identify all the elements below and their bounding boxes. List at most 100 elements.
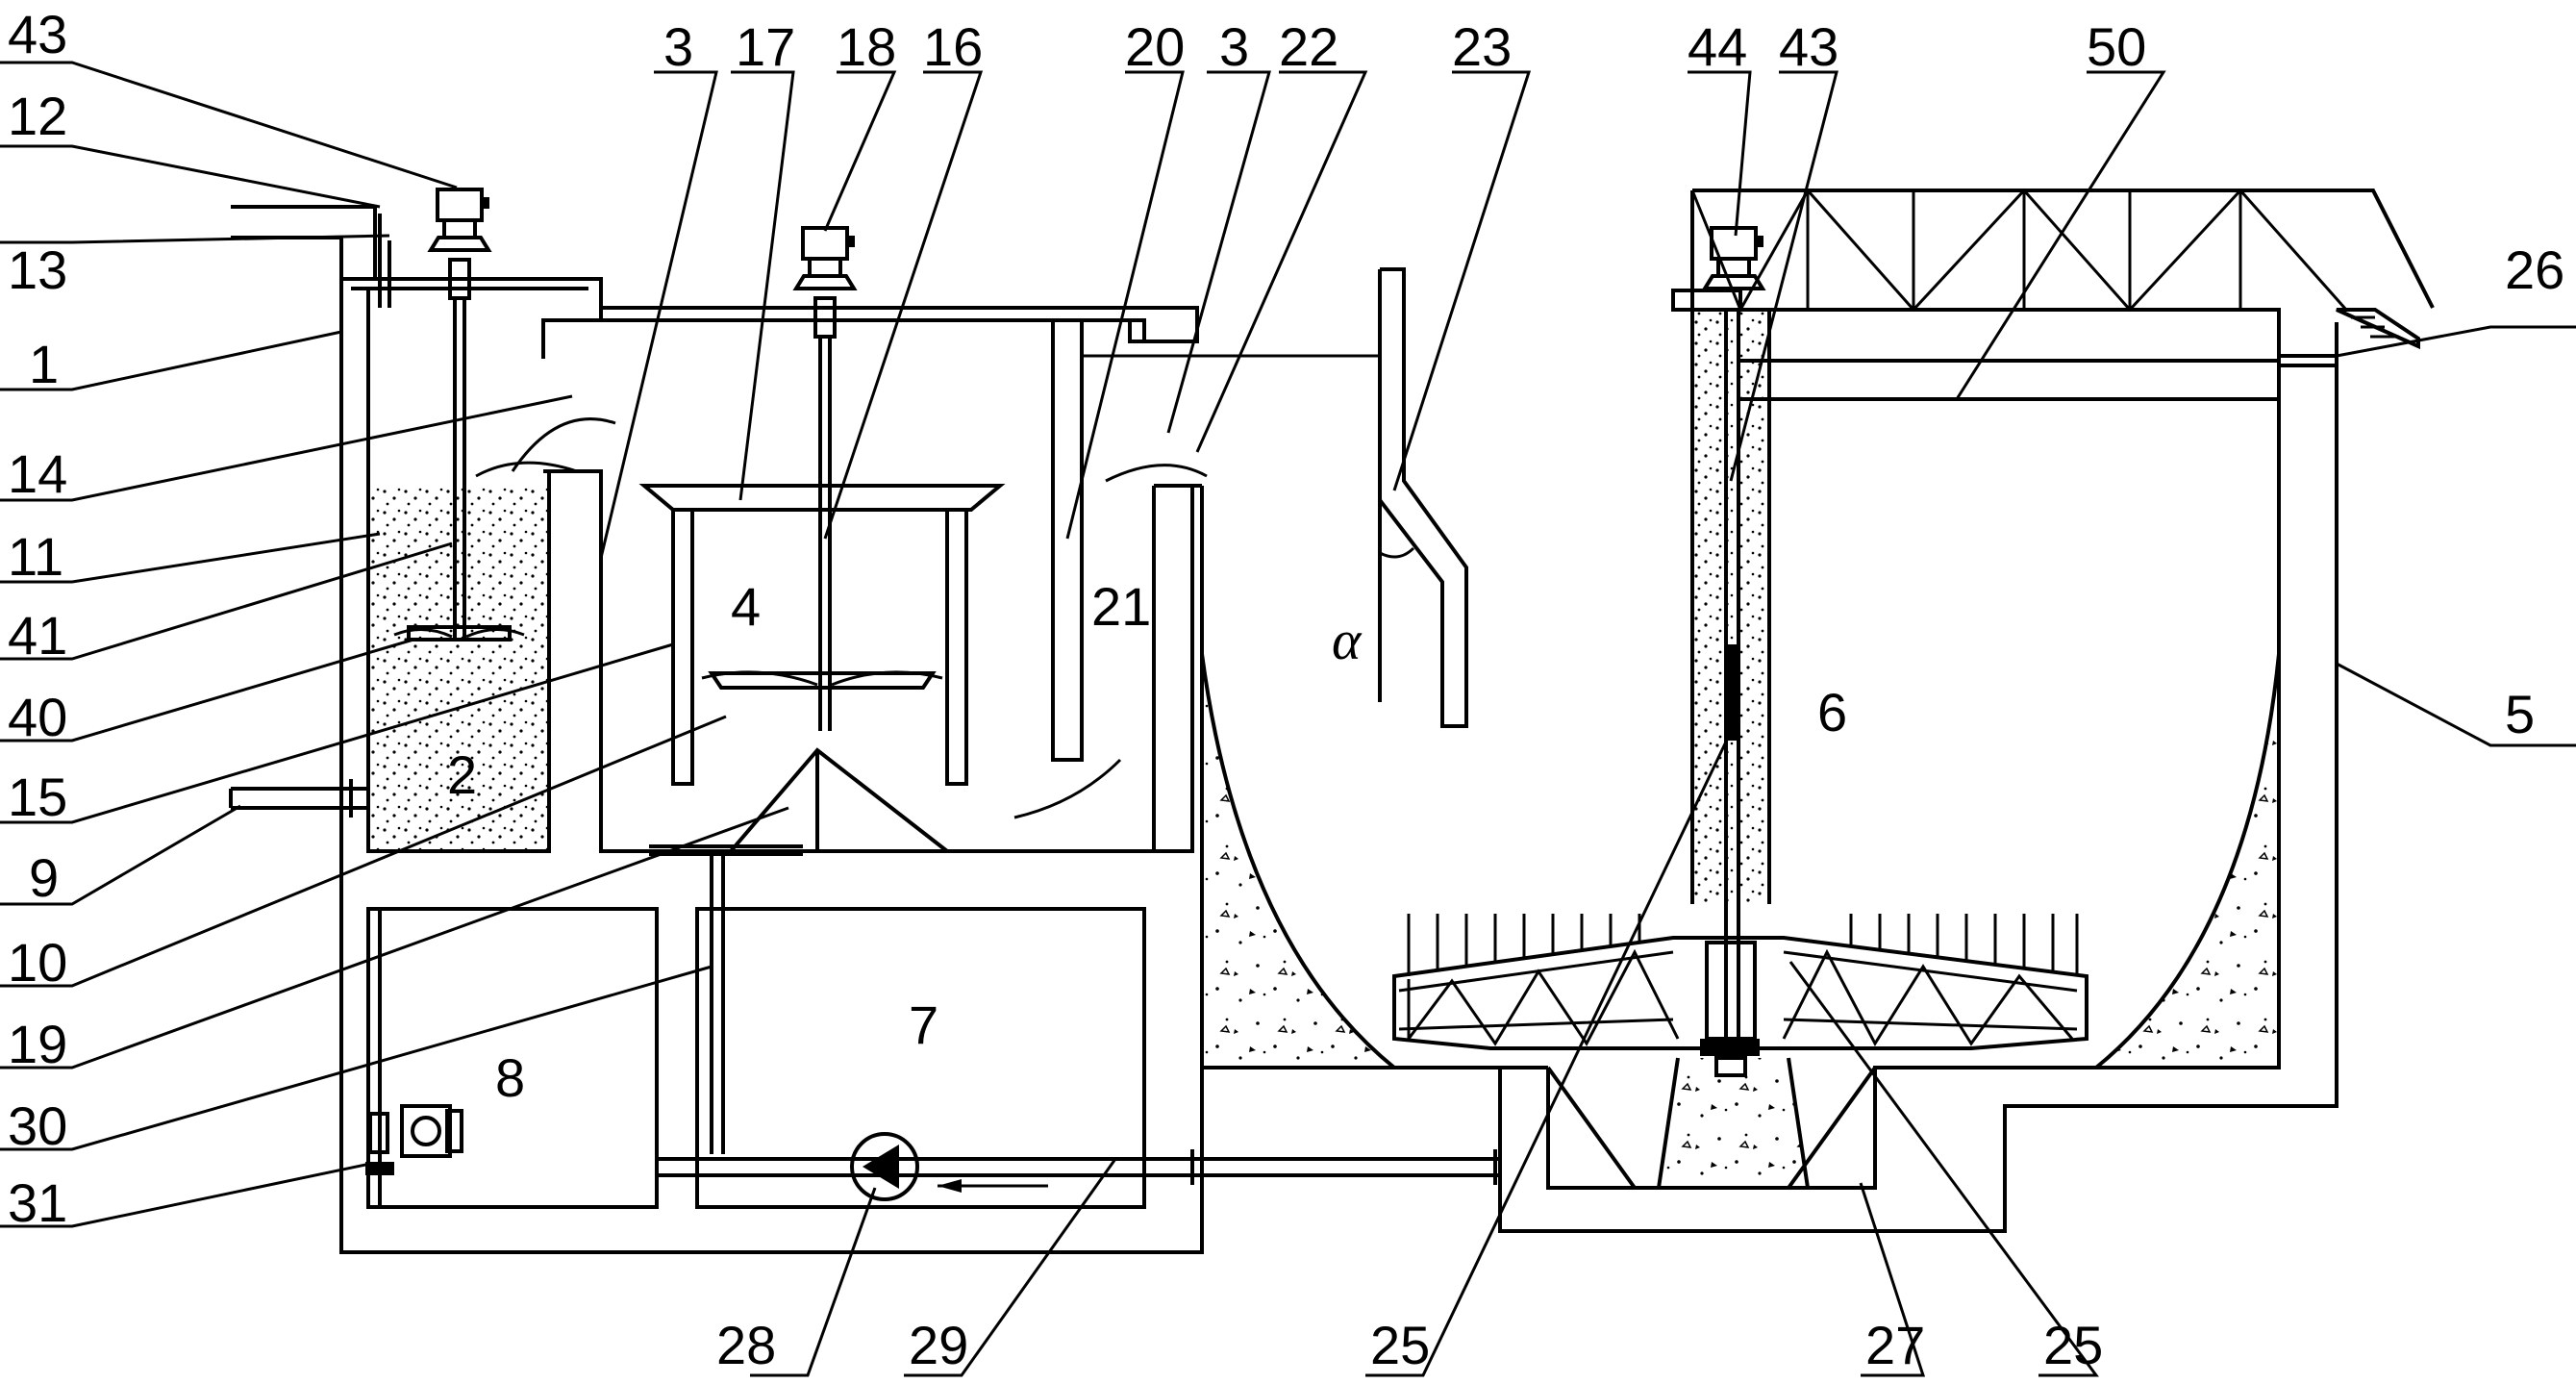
label-27: 27 <box>1865 1315 1925 1375</box>
label-15: 15 <box>8 767 67 827</box>
label-16: 16 <box>923 16 983 77</box>
label-chamber-6: 6 <box>1817 682 1847 742</box>
tank-1 <box>229 205 1204 1254</box>
concrete-left <box>1202 654 1394 1068</box>
bowl-left <box>1200 653 1396 1069</box>
label-18: 18 <box>837 16 896 77</box>
motor-18 <box>701 226 943 731</box>
tank-top-step <box>1128 320 1188 343</box>
label-chamber-7: 7 <box>909 994 938 1055</box>
label-25-left: 25 <box>1370 1315 1430 1375</box>
pipe-30-top <box>649 844 803 856</box>
label-29: 29 <box>909 1315 968 1375</box>
motor-31 <box>400 1104 452 1158</box>
flow-arc-3 <box>1105 464 1208 483</box>
scraper-pickets-right <box>1849 914 2079 974</box>
alpha-arc <box>1379 546 1415 559</box>
inlet-23 <box>1082 267 1468 728</box>
launder-26 <box>2279 354 2337 367</box>
pump-28-arrow <box>863 1145 899 1189</box>
label-20: 20 <box>1125 16 1185 77</box>
label-11: 11 <box>8 526 63 587</box>
label-14: 14 <box>8 443 67 504</box>
box-7 <box>695 907 1146 1209</box>
tank-4-wall <box>599 471 1194 853</box>
flow-arrow-head <box>938 1179 962 1193</box>
motor-43-left <box>393 188 525 642</box>
label-chamber-8: 8 <box>495 1047 525 1108</box>
bridge-beam <box>1671 289 1742 312</box>
label-chamber-21: 21 <box>1091 576 1151 637</box>
shaft-16 <box>818 337 832 731</box>
scraper-25 <box>1392 914 2088 1050</box>
flow-arc-4 <box>475 461 578 478</box>
label-3-left: 3 <box>663 16 693 77</box>
flow-arc-2 <box>1013 758 1122 819</box>
label-26: 26 <box>2505 239 2564 300</box>
label-chamber-4: 4 <box>731 576 761 637</box>
pipe-29 <box>657 1157 1500 1177</box>
tank-21-wall <box>1154 484 1194 851</box>
label-5: 5 <box>2505 684 2535 744</box>
label-28: 28 <box>716 1315 776 1375</box>
impeller-10 <box>708 671 937 690</box>
label-25-right: 25 <box>2043 1315 2103 1375</box>
tank-4 <box>475 306 1208 1154</box>
drive-box <box>1705 941 1757 1041</box>
pipe-29-flanges <box>655 1149 1497 1185</box>
pipe-30 <box>710 854 725 1154</box>
label-1: 1 <box>29 334 59 394</box>
bowl-right <box>2094 653 2281 1069</box>
inlet-pipe-12 <box>231 205 377 279</box>
baffle-14 <box>543 469 603 851</box>
label-chamber-2: 2 <box>447 744 477 805</box>
inlet-launder-23 <box>1378 267 1468 728</box>
label-10: 10 <box>8 932 67 993</box>
scraper-pickets-left <box>1407 914 1641 976</box>
label-43-right: 43 <box>1779 16 1838 77</box>
lower-boxes <box>365 907 1500 1209</box>
settler-5 <box>1192 188 2435 1233</box>
label-31: 31 <box>8 1172 67 1233</box>
water-line-50 <box>1740 359 2279 401</box>
label-50: 50 <box>2087 16 2146 77</box>
scraper-truss-left <box>1407 948 1680 1046</box>
shaft-coupling <box>1726 644 1738 741</box>
cone-19 <box>729 747 949 853</box>
launder-26-outlet <box>2336 308 2420 350</box>
draft-tube-15-left <box>671 510 694 786</box>
labels: 43 12 13 1 14 11 41 40 15 9 10 19 30 31 … <box>8 4 2564 1375</box>
sand-filter-bed <box>368 486 549 851</box>
truss-top <box>1692 189 2435 309</box>
label-alpha: α <box>1332 609 1363 671</box>
impeller-40 <box>407 625 512 642</box>
outlet-pipe-9 <box>229 787 368 810</box>
label-13: 13 <box>8 239 67 300</box>
pump-28 <box>850 1132 919 1201</box>
center-column-walls <box>1690 310 1771 904</box>
label-9: 9 <box>29 847 59 908</box>
draft-tube-15-right <box>945 510 968 786</box>
concrete-right <box>2096 654 2279 1068</box>
shaft-41 <box>453 298 466 640</box>
leader-lines <box>0 61 2576 1377</box>
baffle-20 <box>1051 320 1084 762</box>
label-30: 30 <box>8 1095 67 1156</box>
scraper-frame <box>1392 936 2088 1050</box>
label-17: 17 <box>736 16 795 77</box>
flow-arc-1 <box>511 417 616 472</box>
scraper-truss-right <box>1782 948 2074 1047</box>
label-41: 41 <box>8 605 67 666</box>
inlet-funnel-17 <box>638 484 1006 512</box>
label-43-left: 43 <box>8 4 67 64</box>
center-column <box>1657 226 1810 1189</box>
label-3-right: 3 <box>1219 16 1249 77</box>
label-12: 12 <box>8 86 67 146</box>
inlet-pipe-13a <box>231 236 343 279</box>
label-44: 44 <box>1688 16 1747 77</box>
label-40: 40 <box>8 687 67 747</box>
label-22: 22 <box>1279 16 1338 77</box>
label-19: 19 <box>8 1014 67 1074</box>
label-23: 23 <box>1452 16 1512 77</box>
